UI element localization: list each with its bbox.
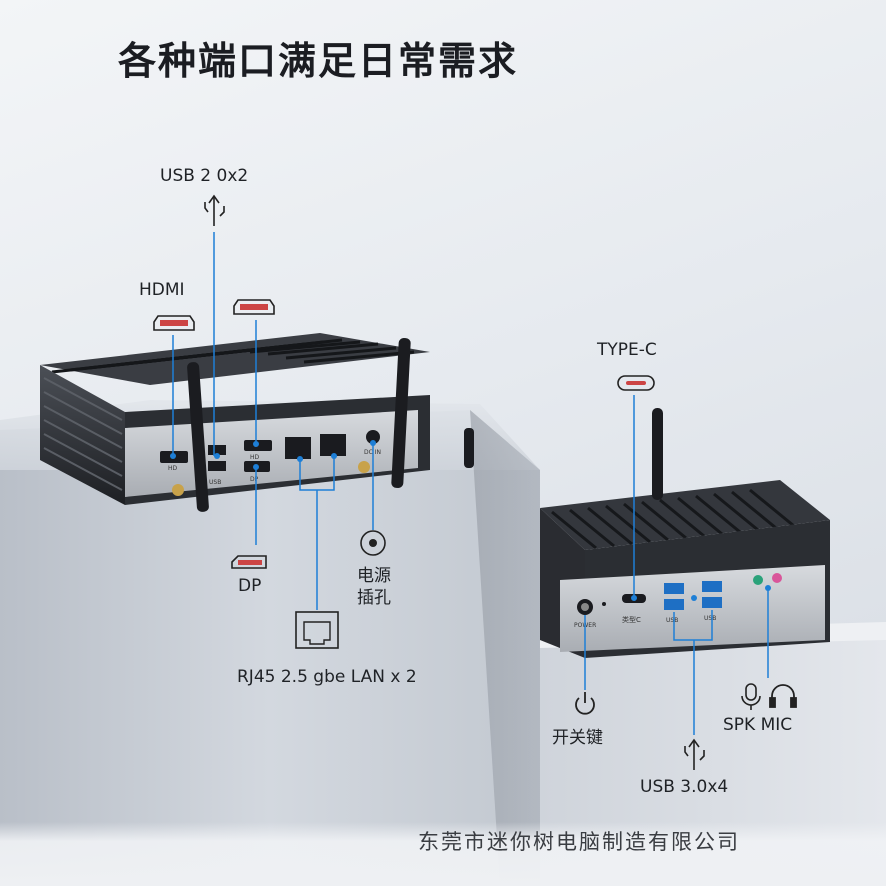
power-jack-label: 电源 插孔 — [357, 566, 391, 608]
company-name: 东莞市迷你树电脑制造有限公司 — [418, 830, 740, 854]
hdmi-icon — [153, 315, 195, 331]
usb3-port-graphic-c — [702, 581, 722, 592]
usb3-port-graphic-d — [702, 597, 722, 608]
usb2-label: USB 2 0x2 — [160, 166, 249, 186]
mic-jack-graphic — [772, 573, 782, 583]
dc-in-port-graphic — [366, 430, 380, 444]
usb2-port-graphic-b — [208, 461, 226, 471]
usb3-port-graphic-b — [664, 599, 684, 610]
dp-marking: DP — [250, 476, 259, 483]
hd-marking-2: HD — [250, 454, 260, 461]
usb2-port-graphic-a — [208, 445, 226, 455]
left-antennas — [172, 338, 411, 512]
right-port-row — [577, 573, 782, 615]
usb2-icon — [204, 194, 225, 226]
rj45-port-graphic-a — [285, 437, 311, 459]
page-title: 各种端口满足日常需求 — [118, 39, 519, 83]
headphone-icon — [769, 684, 797, 708]
typec-icon — [617, 375, 655, 391]
left-mini-pc: HD USB HD DP DC IN — [40, 333, 430, 512]
rj45-icon — [295, 611, 339, 649]
power-jack-icon — [360, 530, 386, 556]
typec-marking: 类型C — [622, 615, 641, 624]
type-c-label: TYPE-C — [597, 340, 657, 360]
rj45-port-graphic-b — [320, 434, 346, 456]
audio-label: SPK MIC — [723, 715, 793, 735]
hd-marking-1: HD — [168, 465, 178, 472]
microphone-icon — [741, 683, 761, 710]
usb-marking-a: USB — [666, 617, 678, 624]
hdmi-label: HDMI — [139, 280, 185, 300]
power-icon — [575, 692, 595, 715]
dp-label: DP — [238, 576, 262, 596]
dp-icon — [231, 555, 267, 569]
usb-marking: USB — [209, 479, 221, 486]
right-heatsink-fins — [551, 488, 795, 550]
rj45-label: RJ45 2.5 gbe LAN x 2 — [237, 667, 417, 687]
usb3-label: USB 3.0x4 — [640, 777, 729, 797]
usb-marking-b: USB — [704, 615, 716, 622]
usb3-port-graphic-a — [664, 583, 684, 594]
spk-jack-graphic — [753, 575, 763, 585]
power-button-label: 开关键 — [552, 728, 603, 748]
left-port-row — [160, 430, 380, 472]
usb3-icon — [684, 738, 705, 770]
footer-band — [0, 822, 886, 886]
hdmi2-icon — [233, 299, 275, 315]
left-heatsink-fins — [51, 338, 415, 374]
callout-lines — [172, 232, 769, 735]
